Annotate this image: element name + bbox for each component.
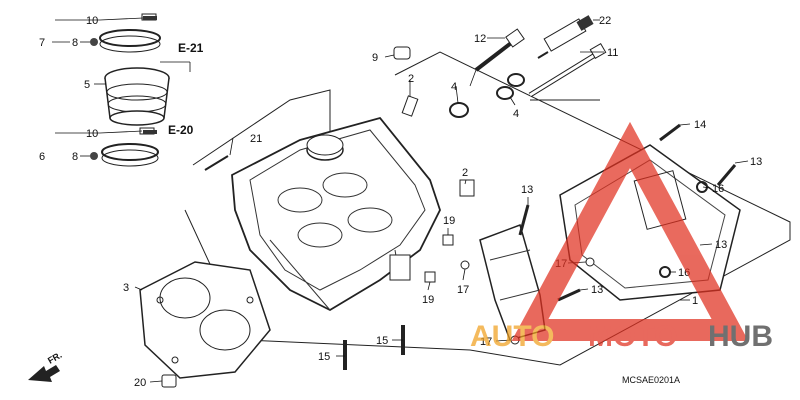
dowel-17-a (460, 260, 470, 270)
watermark-logo: AUTO MOTO HUB (470, 121, 773, 353)
stud-bolt-12 (474, 28, 525, 72)
callout-17-a: 17 (457, 284, 469, 296)
callout-21: 21 (250, 133, 262, 145)
callout-15-b: 15 (376, 335, 388, 347)
plug-tube (528, 42, 607, 98)
callout-10-mid: 10 (86, 128, 98, 140)
callout-10-top: 10 (86, 15, 98, 27)
o-ring-a (449, 102, 469, 118)
dowel-19-b (424, 271, 436, 283)
callout-3: 3 (123, 282, 129, 294)
nut-lower (90, 152, 98, 160)
bolt-13-a (518, 204, 530, 236)
callout-13-b: 13 (715, 239, 727, 251)
watermark-hub: HUB (708, 320, 773, 353)
front-arrow-icon: FR. (28, 350, 64, 382)
callout-8-mid: 8 (72, 151, 78, 163)
callout-13-d: 13 (521, 184, 533, 196)
callout-7: 7 (39, 37, 45, 49)
callout-1: 1 (692, 295, 698, 307)
screw-upper (143, 16, 157, 20)
callout-6: 6 (39, 151, 45, 163)
bolt-14 (659, 123, 681, 142)
callout-13-a: 13 (750, 156, 762, 168)
o-ring-b (496, 86, 514, 100)
leader-lines (52, 17, 749, 383)
callout-19-a: 19 (443, 215, 455, 227)
spark-plug (537, 15, 594, 59)
callout-16-a: 16 (712, 183, 724, 195)
reference-e20: E-20 (168, 123, 194, 137)
callout-4-bottom: 4 (513, 108, 519, 120)
callout-12: 12 (474, 33, 486, 45)
watermark-triangle-icon (511, 121, 749, 341)
callout-11: 11 (607, 47, 618, 59)
plug-20 (161, 374, 177, 388)
callout-17-c: 17 (480, 336, 492, 348)
bolt-13-c (557, 288, 581, 302)
o-ring-c (507, 73, 525, 87)
assembly-frame-main (184, 51, 791, 366)
dowel-pin-b (459, 179, 475, 197)
bolt-13-b (716, 164, 737, 186)
dowel-pin-a (401, 95, 419, 117)
callout-2-bottom: 2 (462, 167, 468, 179)
watermark-auto: AUTO (470, 320, 554, 353)
nut-upper (90, 38, 98, 46)
callout-5: 5 (84, 79, 90, 91)
callout-8-top: 8 (72, 37, 78, 49)
watermark-moto: MOTO (588, 320, 677, 353)
callout-14: 14 (694, 119, 706, 131)
callout-22: 22 (599, 15, 611, 27)
intake-insulator (104, 67, 170, 126)
screw-lower (143, 130, 157, 134)
dowel-17-b (585, 257, 595, 267)
assembly-frame-left (192, 89, 331, 166)
reference-e21: E-21 (178, 41, 204, 55)
washer-16-a (696, 181, 708, 193)
diagram-code: MCSAE0201A (622, 375, 680, 385)
callout-19-b: 19 (422, 294, 434, 306)
bolt-21 (204, 155, 229, 171)
cylinder-head-gasket (139, 261, 271, 379)
callout-15-a: 15 (318, 351, 330, 363)
cap-9 (393, 46, 411, 60)
front-label: FR. (46, 350, 64, 366)
callout-13-c: 13 (591, 284, 603, 296)
callout-2-top: 2 (408, 73, 414, 85)
callout-9: 9 (372, 52, 378, 64)
dowel-19-a (442, 234, 454, 246)
callout-4-top: 4 (451, 81, 457, 93)
cylinder-head (231, 116, 441, 312)
callout-20: 20 (134, 377, 146, 389)
